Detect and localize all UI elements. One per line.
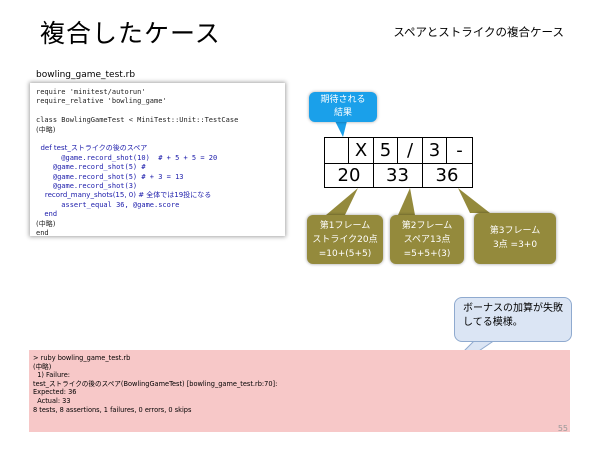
score-mark: - bbox=[446, 138, 472, 163]
code-filename: bowling_game_test.rb bbox=[36, 70, 136, 80]
code-line: @game.record_shot(5) # bbox=[36, 163, 146, 172]
frame3-detail: 3点 =3+0 bbox=[492, 240, 538, 250]
frame3-pointer bbox=[458, 188, 490, 213]
score-mark: 5 bbox=[373, 138, 397, 163]
frame-total-1: 20 bbox=[337, 165, 361, 186]
code-line: record_many_shots(15, 0) # 全体では19投になる bbox=[36, 191, 212, 200]
score-mark-strike: X bbox=[348, 138, 373, 163]
console-line: Actual: 33 bbox=[33, 396, 71, 405]
code-line: @game.record_shot(5) # + 3 = 13 bbox=[36, 172, 184, 181]
code-block: require 'minitest/autorun' require_relat… bbox=[36, 88, 238, 239]
bowling-scoreboard: X 5 / 3 - 20 33 36 bbox=[324, 137, 473, 188]
frame2-title: 第2フレーム bbox=[401, 221, 453, 231]
code-line: @game.record_shot(10) # + 5 + 5 = 20 bbox=[36, 153, 218, 162]
frame-total-3: 36 bbox=[435, 165, 459, 186]
expected-pointer bbox=[335, 121, 347, 137]
frame2-formula: =5+5+(3) bbox=[403, 249, 451, 259]
frame2-pointer bbox=[398, 188, 415, 215]
slide-title: 複合したケース bbox=[40, 19, 221, 48]
console-line: 1) Failure: bbox=[33, 371, 70, 380]
code-line: class BowlingGameTest < MiniTest::Unit::… bbox=[36, 116, 239, 125]
code-line: (中略) bbox=[36, 219, 56, 228]
code-line: assert_equal 36, @game.score bbox=[36, 200, 180, 209]
frame3-title: 第3フレーム bbox=[489, 226, 541, 236]
frame-total-2: 33 bbox=[386, 165, 409, 186]
expected-result-label: 期待される 結果 bbox=[320, 95, 366, 118]
score-mark: 3 bbox=[422, 138, 446, 163]
code-line: require_relative 'bowling_game' bbox=[36, 97, 167, 106]
console-output: > ruby bowling_game_test.rb (中略) 1) Fail… bbox=[29, 350, 570, 432]
note-bubble-text: ボーナスの加算が失敗 してる模様。 bbox=[463, 303, 563, 328]
code-line: end bbox=[36, 210, 58, 219]
code-line: @game.record_shot(3) bbox=[36, 182, 138, 191]
console-line: test_ストライクの後のスペア(BowlingGameTest) [bowli… bbox=[33, 379, 278, 388]
slide-subtitle: スペアとストライクの複合ケース bbox=[393, 25, 564, 39]
page-number: 55 bbox=[557, 424, 568, 433]
score-divider bbox=[325, 163, 472, 164]
expected-result-callout: 期待される 結果 bbox=[309, 92, 377, 122]
score-mark-spare: / bbox=[397, 138, 422, 163]
frame2-detail: スペア13点 bbox=[403, 235, 451, 245]
code-line-test-def: def test_ストライクの後のスペア bbox=[36, 144, 148, 153]
code-line: (中略) bbox=[36, 125, 56, 134]
console-line: 8 tests, 8 assertions, 1 failures, 0 err… bbox=[33, 405, 192, 414]
console-line: > ruby bowling_game_test.rb bbox=[33, 354, 131, 362]
frame1-callout: 第1フレーム ストライク20点 =10+(5+5) bbox=[307, 215, 383, 264]
code-panel: require 'minitest/autorun' require_relat… bbox=[30, 83, 285, 239]
frame1-pointer bbox=[326, 188, 358, 215]
frame-divider bbox=[373, 163, 374, 187]
frame1-detail: ストライク20点 bbox=[312, 235, 378, 245]
frame1-formula: =10+(5+5) bbox=[318, 249, 372, 259]
code-line: end bbox=[36, 229, 49, 238]
frame1-title: 第1フレーム bbox=[319, 221, 371, 231]
note-bubble: ボーナスの加算が失敗 してる模様。 bbox=[454, 297, 572, 342]
frame-divider bbox=[422, 163, 423, 187]
console-line: Expected: 36 bbox=[33, 388, 77, 397]
console-line: (中略) bbox=[33, 362, 52, 371]
frame3-callout: 第3フレーム 3点 =3+0 bbox=[474, 213, 556, 264]
code-line: require 'minitest/autorun' bbox=[36, 88, 146, 96]
frame2-callout: 第2フレーム スペア13点 =5+5+(3) bbox=[390, 215, 464, 264]
